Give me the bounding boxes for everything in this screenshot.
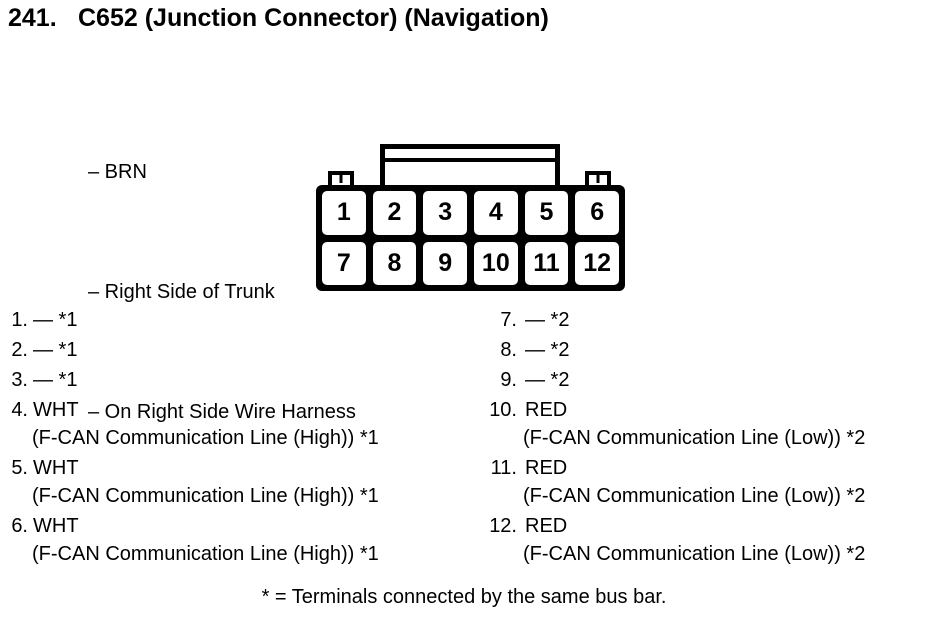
pin-number: 11. [490,457,517,479]
pin-main-line: 1. — *1 [10,306,475,334]
pin-number: 7. [500,309,517,331]
bus-bar-footnote: * = Terminals connected by the same bus … [261,586,667,608]
connector-diagram: 1 2 3 4 5 6 7 8 9 10 11 12 [316,144,625,291]
pin-main-line: 12. RED [489,512,921,540]
connector-pin-grid: 1 2 3 4 5 6 7 8 9 10 11 12 [316,185,625,291]
pin-row: 8. — *2 [489,336,921,364]
pin-cell: 6 [575,191,619,235]
pin-cell: 8 [372,241,417,285]
pin-wire-color: — *2 [525,309,570,331]
pin-row: 6. WHT (F-CAN Communication Line (High))… [10,512,475,568]
pin-wire-color: RED [525,399,568,421]
pin-wire-color: RED [525,515,568,537]
pin-cell: 12 [575,241,619,285]
item-number: 241. [8,4,57,32]
pin-cell: 2 [372,191,417,235]
guide-rib-right [585,171,611,189]
pin-function: (F-CAN Communication Line (High)) *1 [32,543,379,565]
pin-function: (F-CAN Communication Line (High)) *1 [32,427,379,449]
pin-main-line: 11. RED [489,454,921,482]
pin-number: 12. [489,515,517,537]
pin-function: (F-CAN Communication Line (High)) *1 [32,485,379,507]
pin-number: 8. [500,339,517,361]
pin-list-left: 1. — *1 2. — *1 3. — *1 [10,306,475,570]
pin-main-line: 10. RED [489,396,921,424]
pin-cell: 11 [524,241,569,285]
pin-number: 5. [11,457,28,479]
pin-row: 12. RED (F-CAN Communication Line (Low))… [489,512,921,568]
pin-row: 3. — *1 [10,366,475,394]
pin-cell: 7 [322,241,366,285]
pin-number: 4. [11,399,28,421]
pin-row: 1. — *1 [10,306,475,334]
pin-row: 10. RED (F-CAN Communication Line (Low))… [489,396,921,452]
pin-cell: 4 [474,191,518,235]
pin-row: 2. — *1 [10,336,475,364]
guide-rib-left-slot [339,175,343,183]
guide-rib-right-slot [596,175,600,183]
pin-row: 11. RED (F-CAN Communication Line (Low))… [489,454,921,510]
attribute-line: – BRN [88,161,147,183]
pin-wire-color: WHT [33,515,79,537]
pin-wire-color: WHT [33,457,79,479]
pin-main-line: 2. — *1 [10,336,475,364]
pin-main-line: 6. WHT [10,512,475,540]
pin-main-line: 8. — *2 [489,336,921,364]
pin-number: 9. [500,369,517,391]
pin-main-line: 9. — *2 [489,366,921,394]
pin-function: (F-CAN Communication Line (Low)) *2 [523,543,866,565]
attribute-line: – Right Side of Trunk [88,281,275,303]
pin-wire-color: — *2 [525,339,570,361]
guide-rib-left [328,171,354,189]
pin-row: 7. — *2 [489,306,921,334]
pin-cell: 10 [474,241,518,285]
pin-cell: 9 [423,241,467,285]
pin-number: 3. [11,369,28,391]
connector-title: C652 (Junction Connector) (Navigation) [78,4,549,32]
pin-function: (F-CAN Communication Line (Low)) *2 [523,427,866,449]
lock-tab-ridge [385,158,555,162]
pin-function: (F-CAN Communication Line (Low)) *2 [523,485,866,507]
pin-number: 1. [11,309,28,331]
page-title: 241. C652 (Junction Connector) (Navigati… [8,4,549,32]
pin-cell: 1 [322,191,366,235]
pin-number: 10. [489,399,517,421]
pin-row: 4. WHT (F-CAN Communication Line (High))… [10,396,475,452]
pin-wire-color: RED [525,457,568,479]
pin-main-line: 5. WHT [10,454,475,482]
attribute-line: – On Right Side Wire Harness [88,401,356,423]
pin-wire-color: WHT [33,399,79,421]
connector-attributes: – BRN – Right Side of Trunk – On Right S… [88,37,356,487]
pin-cell: 5 [524,191,569,235]
pin-cell: 3 [423,191,467,235]
pin-main-line: 7. — *2 [489,306,921,334]
pin-main-line: 3. — *1 [10,366,475,394]
pin-main-line: 4. WHT [10,396,475,424]
pin-list-right: 7. — *2 8. — *2 9. — *2 [489,306,921,570]
pin-number: 2. [11,339,28,361]
pin-row: 5. WHT (F-CAN Communication Line (High))… [10,454,475,510]
pin-wire-color: — *1 [33,339,78,361]
pin-wire-color: — *1 [33,369,78,391]
lock-tab [380,144,560,190]
pin-wire-color: — *2 [525,369,570,391]
pin-row: 9. — *2 [489,366,921,394]
pin-wire-color: — *1 [33,309,78,331]
pin-number: 6. [11,515,28,537]
